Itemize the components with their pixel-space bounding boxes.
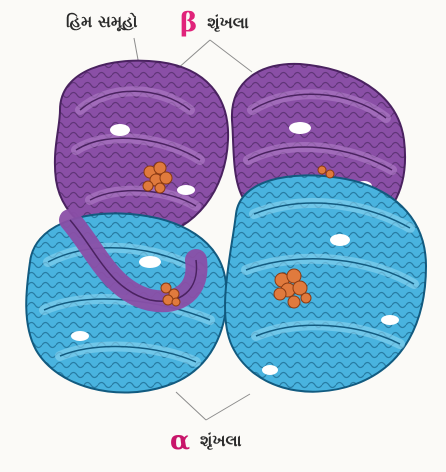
beta-symbol: β bbox=[180, 8, 197, 38]
alpha-symbol: α bbox=[170, 426, 190, 456]
alpha-chain-label: α શૃંખલા bbox=[170, 426, 242, 456]
beta-chain-text: શૃંખલા bbox=[207, 13, 249, 32]
beta-leader-right bbox=[210, 40, 252, 72]
alpha-chain-text: શૃંખલા bbox=[200, 431, 242, 450]
alpha-leader-left bbox=[176, 392, 206, 420]
beta-chain-left bbox=[55, 61, 228, 240]
alpha-chain-left bbox=[26, 213, 226, 392]
alpha-leader-right bbox=[206, 394, 250, 420]
heme-group-label: હિમ સમૂહો bbox=[66, 14, 138, 30]
beta-leader-left bbox=[176, 40, 210, 70]
alpha-chain-right bbox=[225, 175, 426, 391]
beta-chain-label: β શૃંખલા bbox=[180, 8, 249, 38]
